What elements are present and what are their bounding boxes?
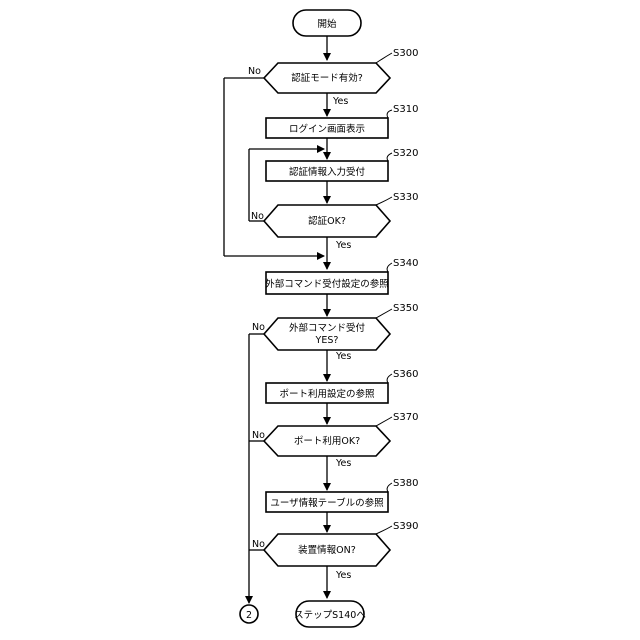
s300-label: 認証モード有効?: [291, 72, 363, 84]
s390-label: 装置情報ON?: [298, 544, 356, 556]
s330-no: No: [251, 211, 264, 222]
s370-label: ポート利用OK?: [294, 435, 360, 447]
s390-no: No: [252, 539, 265, 550]
s310-label: ログイン画面表示: [289, 123, 365, 135]
s330-id: S330: [393, 192, 418, 203]
s320-id: S320: [393, 148, 418, 159]
s380-label: ユーザ情報テーブルの参照: [270, 497, 384, 509]
s300-no: No: [248, 66, 261, 77]
s390-id: S390: [393, 521, 418, 532]
s350-yes: Yes: [335, 351, 351, 362]
s300-yes: Yes: [332, 96, 348, 107]
connector-2-label: 2: [246, 610, 252, 621]
s350-label-line2: YES?: [315, 335, 339, 346]
s350-no: No: [252, 322, 265, 333]
s330-label: 認証OK?: [308, 215, 346, 227]
s390-yes: Yes: [335, 570, 351, 581]
s370-yes: Yes: [335, 458, 351, 469]
s360-label: ポート利用設定の参照: [279, 388, 375, 400]
s360-id: S360: [393, 369, 418, 380]
s370-no: No: [252, 430, 265, 441]
s370-id: S370: [393, 412, 418, 423]
s350-label-line1: 外部コマンド受付: [289, 322, 366, 334]
s340-label: 外部コマンド受付設定の参照: [265, 278, 389, 290]
s300-id: S300: [393, 48, 418, 59]
s310-id: S310: [393, 104, 418, 115]
s330-yes: Yes: [335, 240, 351, 251]
s320-label: 認証情報入力受付: [289, 166, 366, 178]
s340-id: S340: [393, 258, 418, 269]
end-label: ステップS140へ: [294, 610, 366, 621]
start-label: 開始: [317, 18, 337, 30]
s350-id: S350: [393, 303, 418, 314]
s380-id: S380: [393, 478, 418, 489]
